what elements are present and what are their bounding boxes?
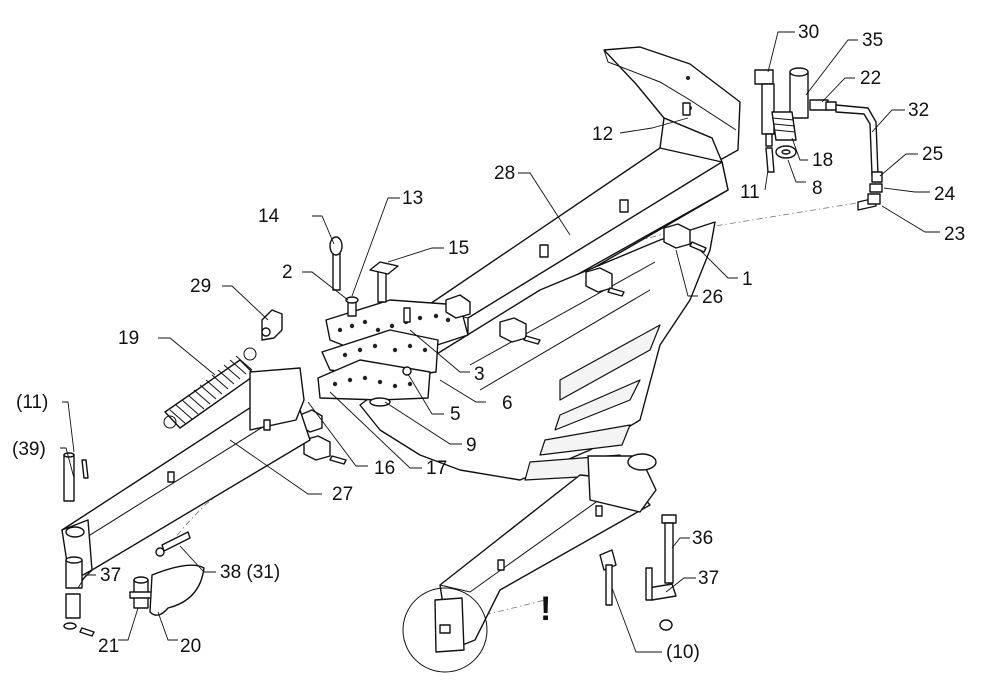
callout-22: 22 [860,68,881,89]
callout-1: 1 [742,269,753,290]
bracket-part-37-right [645,567,677,631]
callout-28: 28 [494,163,515,184]
pipe-part-32 [835,104,879,176]
fittings-23-24-25 [867,171,883,205]
callout-35: 35 [862,30,883,51]
column-bracket-part-12 [603,46,741,166]
callout-27: 27 [332,484,353,505]
callout-25: 25 [922,144,943,165]
callout-2: 2 [282,262,293,283]
pin-part-11-upper [765,147,775,173]
callout-labels: 30 35 22 32 12 25 18 28 8 11 24 13 14 23… [12,22,965,663]
callout-36: 36 [692,528,713,549]
callout-16: 16 [374,458,395,479]
callout-37-left: 37 [100,565,121,586]
pin-part-15 [369,261,399,303]
callout-30: 30 [798,22,819,43]
callout-14: 14 [258,206,280,227]
valve-part-35 [789,67,809,119]
turntable-holes [332,313,451,389]
sleeve-part-37-left [63,556,95,637]
clamp-blocks [299,223,691,461]
bracket-part-29 [261,309,283,341]
callout-29: 29 [190,276,211,297]
callout-11: 11 [740,182,760,203]
callout-37-right: 37 [698,568,719,589]
callout-26: 26 [702,287,723,308]
callout-19: 19 [118,328,139,349]
callout-10-paren: (10) [666,642,700,663]
callout-18: 18 [812,150,833,171]
pin-part-14 [329,236,343,291]
detail-magnifier-circle [402,587,488,673]
warning-mark: ! [540,590,551,628]
callout-5: 5 [450,404,461,425]
turntable-assembly [317,299,469,407]
spring-part-18 [771,111,797,141]
left-arm-part-27 [61,367,311,583]
callout-8: 8 [812,178,823,199]
bolt-part-2 [345,296,359,317]
callout-38-31: 38 (31) [220,562,280,583]
bolt-part-13 [403,307,411,323]
pin-part-11 [81,459,89,479]
lower-right-arm [434,453,657,653]
callout-24: 24 [934,184,956,205]
leader-lines [60,31,940,653]
fitting-part-21 [129,576,153,609]
pin-part-38 [161,531,191,552]
callout-13: 13 [402,188,423,209]
washer-part-8 [775,145,797,159]
callout-11-paren: (11) [16,392,48,413]
callout-20: 20 [180,636,201,657]
cylinder-part-30 [754,69,775,147]
callout-39-paren: (39) [12,439,46,460]
callout-17: 17 [426,458,447,479]
callout-3: 3 [474,364,485,385]
callout-23: 23 [944,224,965,245]
callout-12: 12 [592,124,613,145]
bolt-part-36 [661,514,677,584]
callout-6: 6 [502,393,513,414]
pin-part-10 [599,549,617,606]
callout-9: 9 [466,435,477,456]
clamp-part-20 [149,547,205,616]
callout-15: 15 [448,238,469,259]
callout-21: 21 [98,636,119,657]
callout-32: 32 [908,100,929,121]
